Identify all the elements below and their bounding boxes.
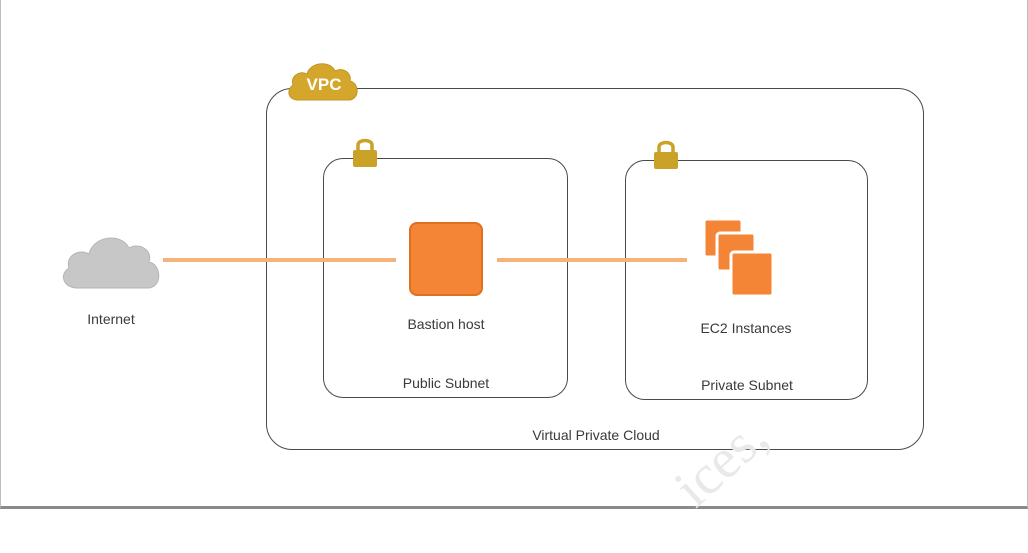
vpc-label: Virtual Private Cloud: [532, 427, 660, 443]
vpc-cloud-icon: [288, 63, 358, 101]
private-subnet-container: [625, 160, 868, 400]
private-subnet-label: Private Subnet: [701, 377, 793, 393]
connector-internet-bastion: [163, 258, 396, 262]
lock-icon: [353, 138, 377, 167]
internet-label: Internet: [87, 311, 135, 327]
vpc-badge-label: VPC: [306, 75, 342, 94]
bastion-host-label: Bastion host: [407, 316, 485, 332]
instances-stack-icon: [702, 217, 775, 298]
ec2-instances-label: EC2 Instances: [700, 320, 792, 336]
instance-icon: [409, 222, 483, 296]
diagram-frame: VPC Internet Bastion host EC2 Instances …: [0, 0, 1028, 519]
connector-bastion-ec2: [497, 258, 687, 262]
public-subnet-label: Public Subnet: [402, 375, 490, 391]
lock-icon: [654, 140, 678, 169]
vpc-container: [266, 88, 924, 450]
cloud-icon: [62, 237, 160, 289]
public-subnet-container: [323, 158, 568, 398]
